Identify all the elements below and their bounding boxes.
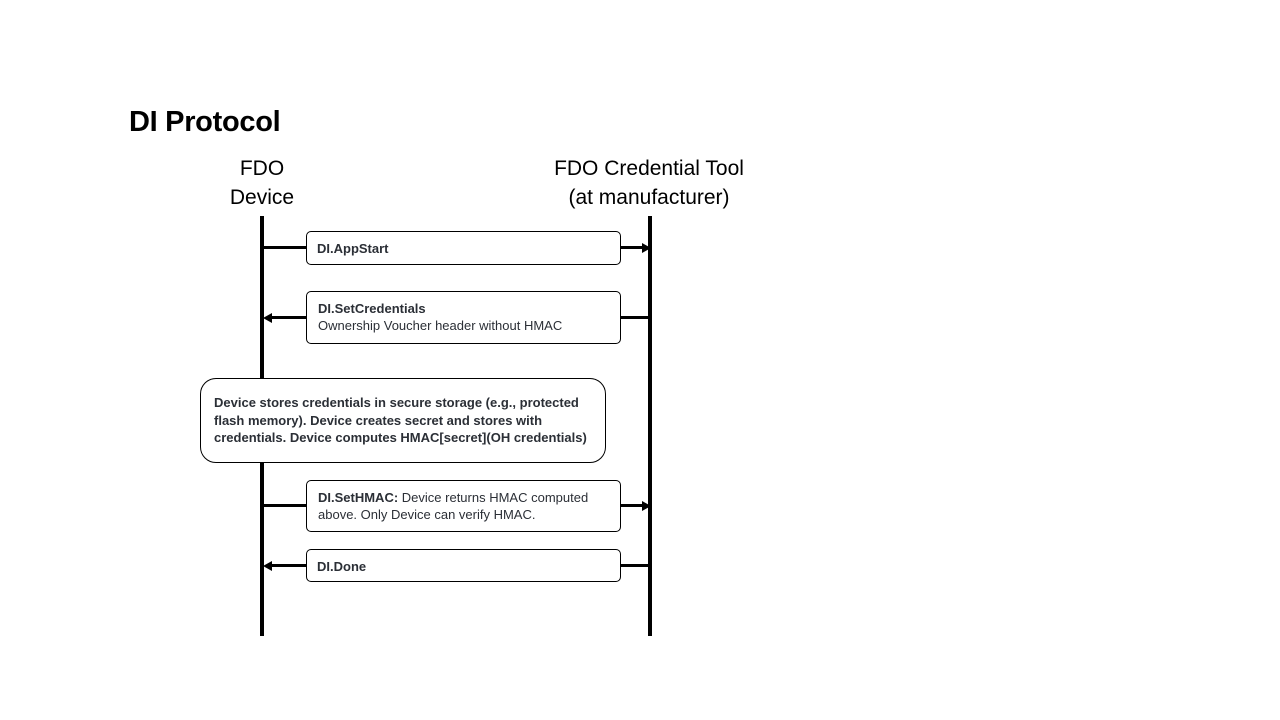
actor-fdo-device: FDO Device (212, 154, 312, 212)
message-done-name: DI.Done (317, 559, 367, 574)
set-credentials-arrow-shaft (272, 316, 307, 319)
done-arrow-tail (620, 564, 650, 567)
set-hmac-arrow-tail (262, 504, 307, 507)
message-set-credentials-detail: Ownership Voucher header without HMAC (318, 318, 563, 333)
actor-device-line2: Device (229, 186, 295, 209)
set-credentials-arrow-tail (620, 316, 650, 319)
message-set-credentials: DI.SetCredentials Ownership Voucher head… (306, 291, 621, 344)
tool-lifeline (648, 216, 652, 636)
set-credentials-arrowhead-icon (263, 313, 272, 323)
message-set-hmac-name: DI.SetHMAC: (318, 490, 399, 505)
actor-tool-line2: (at manufacturer) (568, 186, 730, 209)
message-app-start: DI.AppStart (306, 231, 621, 265)
set-hmac-arrowhead-icon (642, 501, 651, 511)
message-done: DI.Done (306, 549, 621, 582)
app-start-arrowhead-icon (642, 243, 651, 253)
done-arrow-shaft (272, 564, 307, 567)
message-set-hmac: DI.SetHMAC: Device returns HMAC computed… (306, 480, 621, 532)
actor-device-line1: FDO (239, 157, 285, 180)
device-storage-note: Device stores credentials in secure stor… (200, 378, 606, 463)
app-start-arrow-shaft (620, 246, 642, 249)
message-set-credentials-name: DI.SetCredentials (318, 301, 426, 316)
set-hmac-arrow-shaft (620, 504, 642, 507)
message-set-hmac-detail: Device returns HMAC computed above. Only… (318, 490, 589, 522)
page-title: DI Protocol (129, 106, 281, 138)
app-start-arrow-tail (262, 246, 307, 249)
actor-credential-tool: FDO Credential Tool (at manufacturer) (530, 154, 768, 212)
message-app-start-name: DI.AppStart (317, 241, 389, 256)
actor-tool-line1: FDO Credential Tool (554, 157, 744, 180)
done-arrowhead-icon (263, 561, 272, 571)
